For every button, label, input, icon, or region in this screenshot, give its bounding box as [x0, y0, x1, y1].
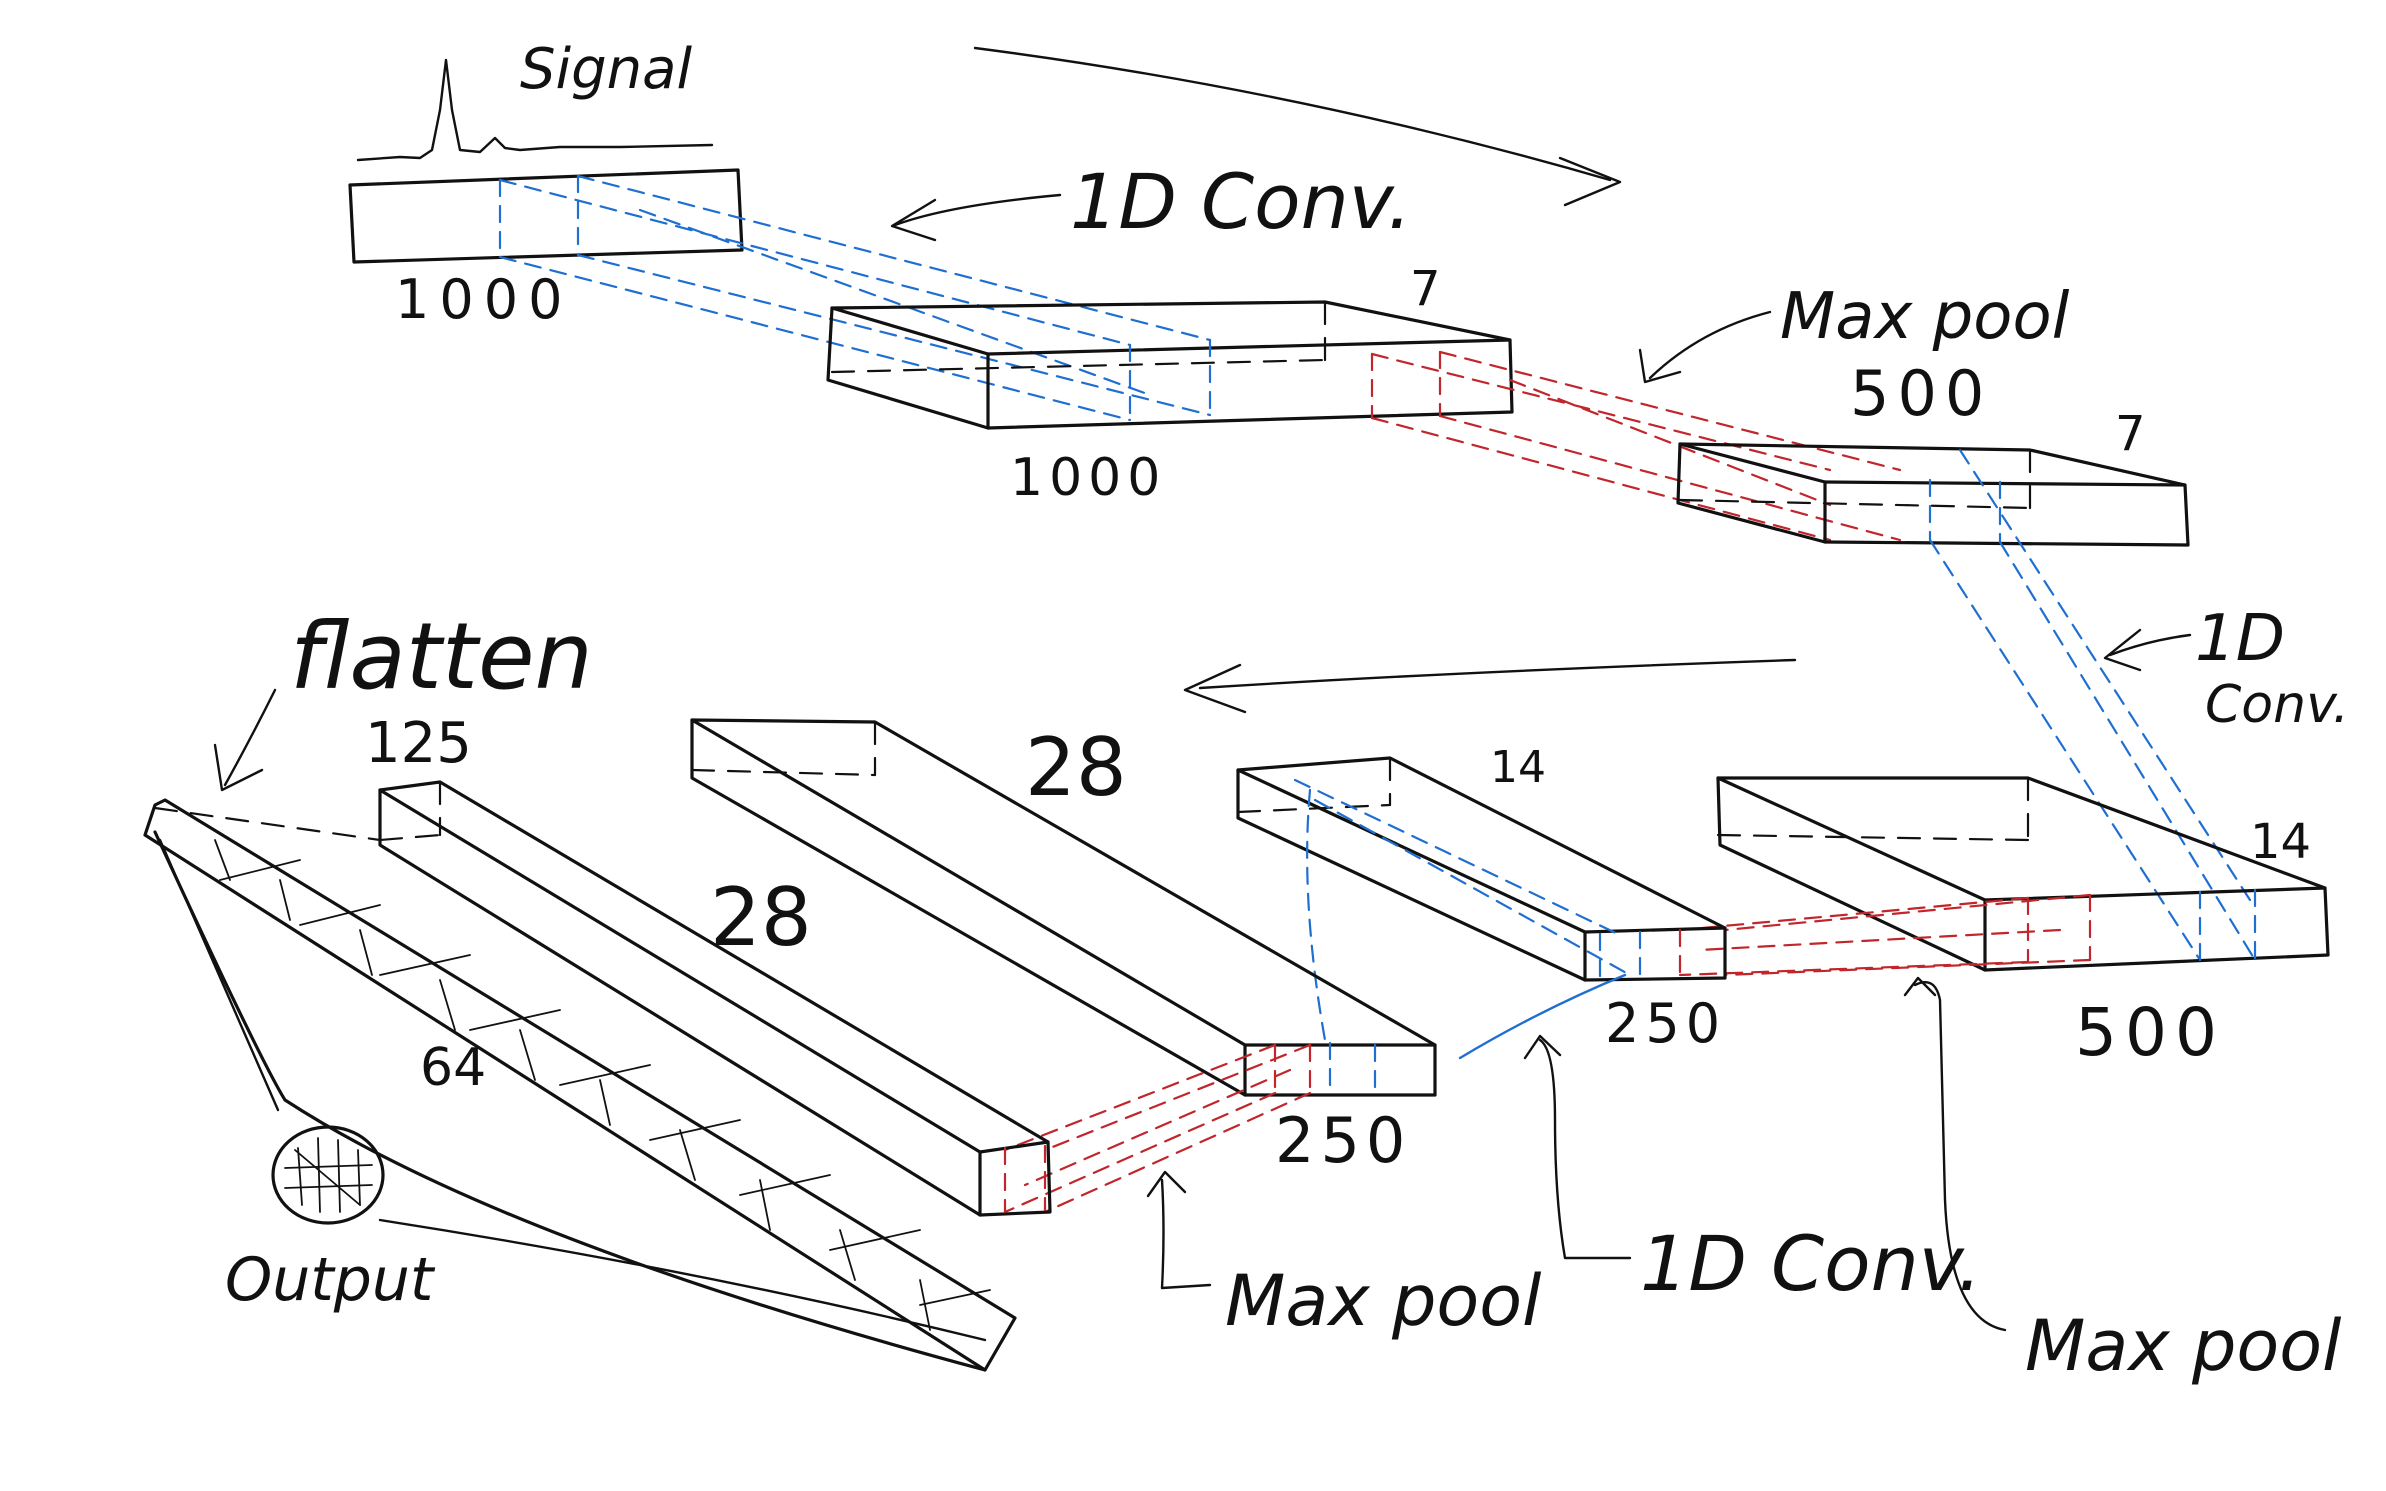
pool3-channels-label: 28 — [710, 871, 812, 964]
conv3-length-label: 250 — [1275, 1104, 1411, 1177]
flow-arrow-left-icon — [1185, 660, 1795, 712]
conv3-channels-label: 28 — [1025, 721, 1127, 814]
pool1-label: Max pool — [1780, 280, 2070, 354]
pool1-arrow-icon — [1640, 312, 1770, 382]
conv2-channels-label: 14 — [2250, 814, 2311, 870]
conv1-feature-map — [828, 302, 1512, 428]
conv2-feature-map — [1718, 778, 2328, 970]
pool2-length-label: 250 — [1605, 992, 1726, 1055]
conv3-label: 1D Conv. — [1640, 1219, 1982, 1308]
output-label: Output — [225, 1245, 436, 1315]
flatten-arrow-icon — [215, 690, 275, 790]
pool2-label: Max pool — [2025, 1305, 2342, 1387]
input-length-label: 1000 — [395, 268, 572, 331]
pool3-label: Max pool — [1225, 1260, 1542, 1342]
conv2-length-label: 500 — [2075, 994, 2225, 1071]
conv1-label: 1D Conv. — [1070, 157, 1412, 246]
conv1-arrow-icon — [892, 195, 1060, 240]
pool2-channels-label: 14 — [1490, 742, 1546, 793]
pool1-length-label: 500 — [1850, 357, 1992, 430]
conv1-channels-label: 7 — [1410, 261, 1441, 317]
conv1-length-label: 1000 — [1010, 448, 1166, 508]
pool1-channels-label: 7 — [2115, 406, 2146, 462]
pool1-feature-map — [1678, 444, 2188, 545]
pool3-length-label: 125 — [365, 711, 472, 776]
dense-units-label: 64 — [420, 1038, 486, 1098]
pool3-feature-map — [380, 782, 1050, 1215]
flatten-label: flatten — [290, 603, 593, 710]
conv2-label-line2: Conv. — [2205, 675, 2349, 735]
signal-label: Signal — [520, 37, 692, 102]
pool3-arrow-icon — [1148, 1172, 1210, 1288]
input-signal-block — [350, 170, 742, 262]
conv2-arrow-icon — [2105, 630, 2190, 670]
conv2-label-line1: 1D — [2195, 602, 2285, 676]
output-node-icon — [273, 1127, 383, 1223]
conv3-arrow-icon — [1525, 1036, 1630, 1258]
